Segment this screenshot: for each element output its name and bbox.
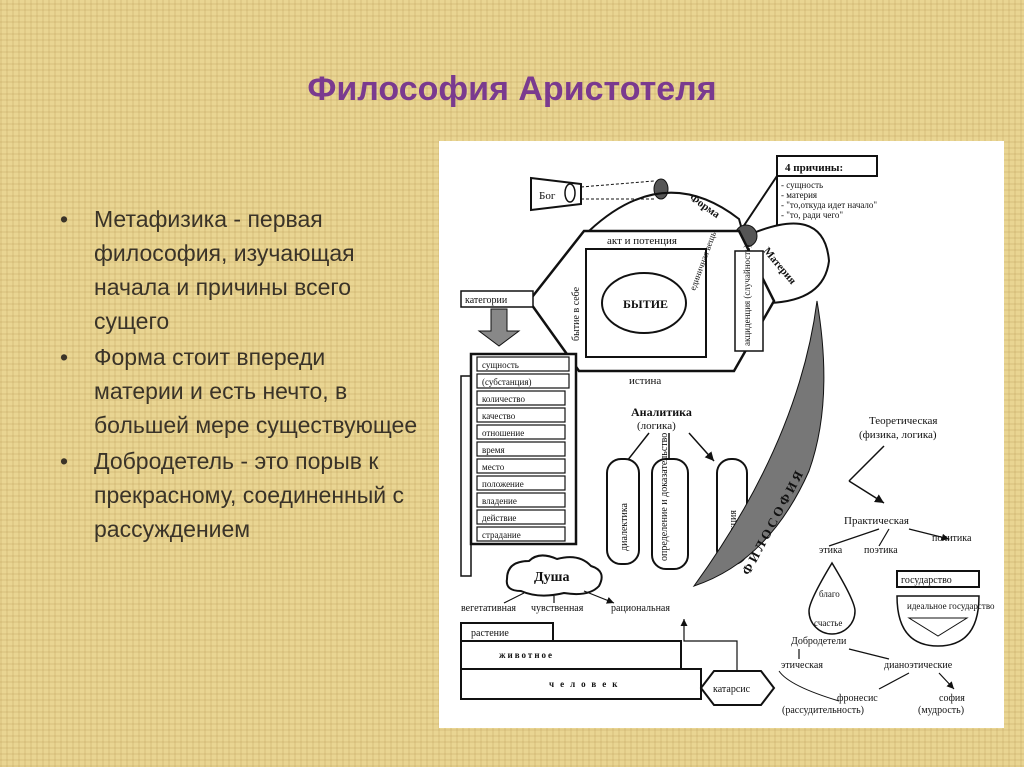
bullet-item: • Добродетель - это порыв к прекрасному, …: [58, 444, 418, 546]
wisdom-label: (мудрость): [918, 705, 964, 716]
politics-label: политика: [932, 533, 972, 544]
prudence-label: (рассудительность): [782, 705, 864, 716]
god-label: Бог: [539, 190, 556, 202]
philosophy-crescent: [692, 300, 825, 587]
being-in-itself-label: бытие в себе: [571, 286, 582, 341]
catharsis-label: катарсис: [713, 684, 751, 695]
category-row: [476, 390, 566, 406]
category-row: [476, 407, 566, 423]
causes-box: 4 причины: - сущность - материя - "то,от…: [738, 155, 878, 251]
category-item: место: [482, 462, 505, 472]
being-hexagon: акт и потенция БЫТИЕ бытие в себе единич…: [527, 229, 776, 387]
physics-logic-label: (физика, логика): [859, 429, 937, 441]
bullet-dot-icon: •: [60, 344, 69, 370]
phronesis-label: фронесис: [837, 693, 878, 704]
bullet-text: Форма стоит впереди материи и есть нечто…: [94, 344, 418, 438]
category-row: [476, 441, 566, 457]
happiness-label: счастье: [814, 618, 842, 628]
analytics-label: Аналитика: [631, 405, 692, 419]
soul-cloud: [505, 554, 603, 597]
category-item: количество: [482, 394, 525, 404]
good-label: благо: [819, 589, 840, 599]
category-row: [476, 475, 566, 491]
category-item: действие: [482, 513, 516, 523]
category-row: [476, 458, 566, 474]
sensitive-label: чувственная: [531, 603, 584, 614]
state-label: государство: [901, 575, 952, 586]
category-item: отношение: [482, 428, 524, 438]
bullet-item: • Метафизика - первая философия, изучающа…: [58, 202, 418, 338]
category-item: сущность: [482, 360, 519, 370]
truth-label: истина: [629, 375, 661, 387]
practical-label: Практическая: [844, 515, 909, 527]
ethics-label: этика: [819, 545, 843, 556]
vegetative-label: вегетативная: [461, 603, 516, 614]
virtues-label: Добродетели: [791, 636, 847, 647]
sophia-label: софия: [939, 693, 965, 704]
human-label: человек: [549, 679, 623, 689]
category-row: [476, 492, 566, 508]
categories-label: категории: [465, 295, 508, 306]
form-label: Форма: [687, 192, 722, 222]
cause-item: - материя: [781, 190, 817, 200]
dianoetic-label: дианоэтические: [884, 660, 953, 671]
cause-item: - "то,откуда идет начало": [781, 200, 877, 210]
cause-item: - сущность: [781, 180, 823, 190]
bullet-list: • Метафизика - первая философия, изучающа…: [58, 202, 418, 548]
ideal-state-label: идеальное государство: [907, 601, 995, 611]
bullet-dot-icon: •: [60, 448, 69, 474]
causes-title: 4 причины:: [785, 162, 843, 174]
animal-label: животное: [499, 650, 554, 660]
rational-label: рациональная: [611, 603, 670, 614]
logic-label: (логика): [637, 420, 676, 432]
category-row: [476, 373, 570, 389]
category-item: страдание: [482, 530, 521, 540]
form-arc: [588, 191, 745, 238]
catharsis-hexagon: [699, 670, 776, 706]
category-row: [476, 424, 566, 440]
slide-title: Философия Аристотеля: [307, 70, 717, 108]
category-item: время: [482, 445, 505, 455]
ethical-label: этическая: [781, 660, 823, 671]
soul-label: Душа: [534, 570, 569, 585]
bullet-text: Метафизика - первая философия, изучающая…: [94, 206, 355, 334]
definition-label: определение и доказательство: [659, 433, 670, 561]
category-list: сущность (субстанция) количество качество от…: [476, 356, 570, 542]
bullet-dot-icon: •: [60, 206, 69, 232]
category-item: качество: [482, 411, 516, 421]
bullet-text: Добродетель - это порыв к прекрасному, с…: [94, 448, 404, 542]
poetics-label: поэтика: [864, 545, 898, 556]
accident-label: акциденция (случайность): [742, 245, 752, 346]
cause-item: - "то, ради чего": [781, 210, 843, 220]
category-row: [476, 509, 566, 525]
bullet-item: • Форма стоит впереди материи и есть нечт…: [58, 340, 418, 442]
god-node: Бог: [530, 176, 669, 212]
act-potency-label: акт и потенция: [607, 235, 677, 247]
good-drop: [808, 561, 856, 635]
category-item: владение: [482, 496, 517, 506]
category-item: положение: [482, 479, 524, 489]
dialectics-label: диалектика: [619, 502, 630, 551]
category-item: (субстанция): [482, 377, 531, 387]
theoretical-label: Теоретическая: [869, 415, 937, 427]
being-label: БЫТИЕ: [623, 297, 668, 311]
category-row: [476, 526, 566, 542]
category-row: [476, 356, 570, 372]
aristotle-diagram: Бог Форма 4 причины: - сущность - матери…: [439, 141, 1004, 728]
plant-label: растение: [471, 628, 509, 639]
